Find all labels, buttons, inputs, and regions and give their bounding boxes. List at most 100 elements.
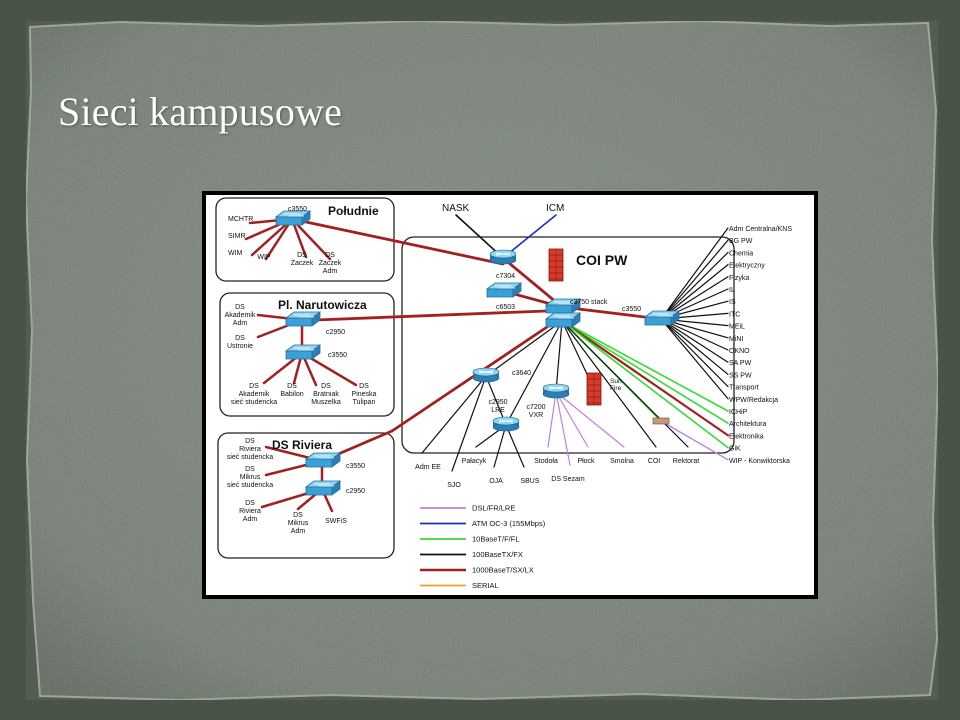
core-c3550-label: c3550	[622, 306, 641, 313]
link-right-14	[660, 318, 729, 400]
right-list-label-6: IS	[729, 299, 736, 306]
link-lre-core	[505, 320, 563, 426]
link-core-1	[501, 256, 564, 309]
link-bottom-5	[547, 391, 557, 448]
right-list-label-5: IL	[729, 287, 735, 294]
link-right-16	[561, 320, 729, 424]
poludnie-left-label-0: MCHTR	[228, 216, 253, 223]
link-narutowicza-core	[314, 309, 548, 322]
bottom-list-label-0: Adm EE	[415, 464, 441, 471]
right-list-label-15: ICHiP	[729, 409, 748, 416]
right-list-label-0: Adm Centralna/KNS	[729, 226, 792, 233]
modem-icon	[652, 417, 670, 425]
bottom-list-label-1: SJO	[447, 482, 461, 489]
switch-narutowicza-c2950	[284, 311, 322, 327]
right-list-label-9: MiNI	[729, 336, 743, 343]
link-bottom-1	[451, 375, 487, 472]
right-list-label-14: WPW/Redakcja	[729, 397, 778, 404]
core-c6503-label: c6503	[496, 304, 515, 311]
link-right-11	[660, 318, 729, 363]
right-list-label-2: Chemia	[729, 250, 753, 257]
link-bottom-9	[561, 320, 657, 448]
link-riviera-core-b	[390, 323, 552, 433]
region-riviera-title: DS Riviera	[272, 438, 332, 452]
link-poludnie-5	[290, 217, 332, 261]
external-icm-label: ICM	[546, 203, 564, 214]
link-right-0	[660, 227, 729, 320]
right-list-label-11: SA PW	[729, 360, 752, 367]
link-right-13	[660, 318, 729, 388]
diagram-frame: Południe Pl. Narutowicza DS Riviera COI …	[202, 191, 818, 599]
legend-label-3: 100BaseTX/FX	[472, 550, 523, 559]
right-list-label-3: Elektryczny	[729, 263, 765, 270]
link-bottom-6	[555, 391, 571, 466]
link-poludnie-core	[290, 217, 505, 266]
region-poludnie-title: Południe	[328, 204, 379, 218]
poludnie-switch-label: c3550	[288, 206, 307, 213]
core-c7304-label: c7304	[496, 273, 515, 280]
legend-label-4: 1000BaseT/SX/LX	[472, 566, 534, 575]
router-c3640	[472, 367, 500, 383]
switch-riviera-c2950	[304, 480, 342, 496]
switch-c6503	[485, 282, 523, 298]
region-narutowicza-title: Pl. Narutowicza	[278, 298, 367, 312]
region-narutowicza-box	[219, 292, 395, 417]
right-list-label-1: BG PW	[729, 238, 753, 245]
bottom-list-label-7: Płock	[577, 458, 595, 465]
legend-label-0: DSL/FR/LRE	[472, 504, 515, 513]
switch-riviera-c3550	[304, 452, 342, 468]
poludnie-left-label-1: SIMR	[228, 233, 246, 240]
network-diagram: Południe Pl. Narutowicza DS Riviera COI …	[206, 195, 814, 595]
link-bottom-10	[561, 320, 689, 448]
riviera-c2950-label: c2950	[346, 488, 365, 495]
poludnie-left-label-2: WIM	[228, 250, 243, 257]
core-c3750-label: c3750 stack	[570, 299, 608, 306]
router-c2950-lre	[492, 416, 520, 432]
narutowicza-c2950-label: c2950	[326, 329, 345, 336]
link-bottom-4	[505, 424, 525, 468]
switch-c3750-stack-bottom	[544, 312, 582, 328]
narutowicza-c3550-label: c3550	[328, 352, 347, 359]
bottom-list-label-10: Rektorat	[673, 458, 700, 465]
right-list-label-10: OKNO	[729, 348, 750, 355]
bottom-list-label-3: OJA	[489, 478, 503, 485]
link-right-18	[561, 320, 729, 449]
link-poludnie-3	[264, 217, 294, 261]
switch-narutowicza-c3550	[284, 344, 322, 360]
bottom-list-label-4: SBUS	[520, 478, 539, 485]
right-list-label-4: Fizyka	[729, 275, 749, 282]
external-nask-label: NASK	[442, 203, 470, 214]
core-coi-box	[401, 236, 735, 454]
right-list-label-16: Architektura	[729, 421, 766, 428]
network-devices	[274, 210, 681, 496]
link-right-3	[660, 263, 729, 320]
firewall-sun-fire-icon	[586, 372, 602, 406]
link-7200	[555, 320, 563, 393]
link-bottom-3	[493, 424, 507, 468]
region-riviera-box	[217, 432, 395, 559]
link-right-19	[660, 420, 729, 461]
link-3640	[485, 320, 563, 377]
riviera-c3550-label: c3550	[346, 463, 365, 470]
right-list-label-18: GiK	[729, 446, 741, 453]
right-list-label-7: ITC	[729, 311, 740, 318]
link-right-1	[660, 239, 729, 320]
bottom-list-label-8: Smolna	[610, 458, 634, 465]
